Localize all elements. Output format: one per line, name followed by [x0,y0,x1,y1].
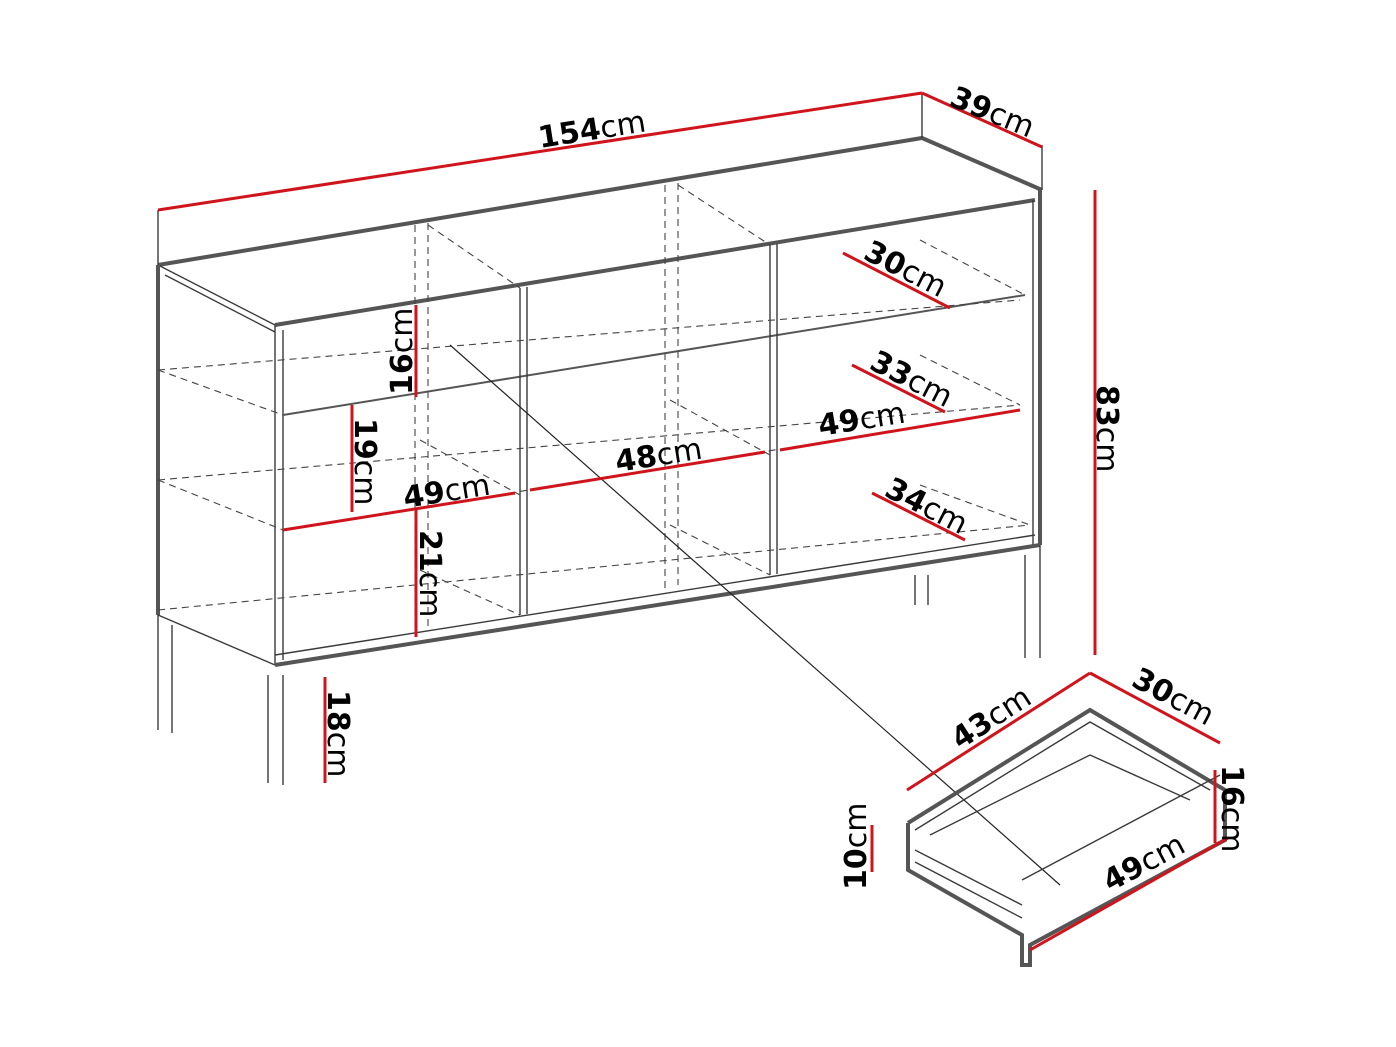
svg-text:49cm: 49cm [1097,827,1191,899]
label-left-width: 49cm [401,468,493,516]
label-left-upper-height: 19cm [347,418,382,505]
svg-text:18cm: 18cm [320,690,355,777]
svg-text:49cm: 49cm [401,468,493,516]
svg-text:39cm: 39cm [945,80,1039,145]
label-drawer-front-width: 49cm [1097,827,1191,899]
label-middle-width: 48cm [613,432,705,480]
svg-text:16cm: 16cm [1214,765,1249,852]
label-drawer-front-height: 16cm [385,308,420,395]
svg-text:21cm: 21cm [412,530,447,617]
label-drawer-side-height: 10cm [839,803,874,890]
label-height: 83cm [1089,385,1124,472]
label-leg-height: 18cm [320,690,355,777]
svg-text:19cm: 19cm [347,418,382,505]
dimension-lines [157,91,1229,952]
svg-text:43cm: 43cm [945,680,1037,757]
svg-text:30cm: 30cm [1126,661,1220,733]
svg-text:154cm: 154cm [536,104,648,156]
svg-text:34cm: 34cm [879,471,973,542]
svg-text:16cm: 16cm [385,308,420,395]
drawer-outline [906,707,1227,967]
svg-text:48cm: 48cm [613,432,705,480]
svg-text:10cm: 10cm [839,803,874,890]
label-right-top-shelf-depth: 30cm [858,234,952,305]
label-drawer-depth: 30cm [1126,661,1220,733]
label-right-bottom-shelf-depth: 34cm [879,471,973,542]
label-drawer-length: 43cm [945,680,1037,757]
label-drawer-front-height-detail: 16cm [1214,765,1249,852]
label-right-width: 49cm [816,396,908,444]
svg-text:30cm: 30cm [858,234,952,305]
label-width: 154cm [536,104,648,156]
svg-text:49cm: 49cm [816,396,908,444]
legs [157,545,1041,785]
svg-text:83cm: 83cm [1089,385,1124,472]
label-left-lower-height: 21cm [412,530,447,617]
cabinet-outline [156,93,1043,667]
label-depth: 39cm [945,80,1039,145]
drawer-leader-line [449,344,1061,886]
